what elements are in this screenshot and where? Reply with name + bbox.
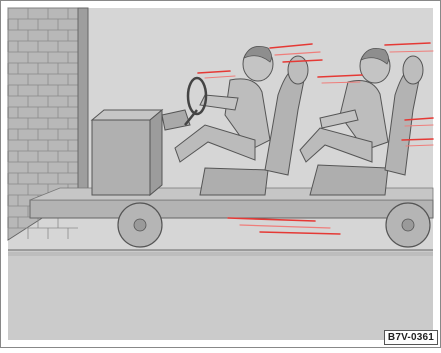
figure-code-label: B7V-0361 <box>384 330 438 345</box>
floor <box>8 250 433 340</box>
